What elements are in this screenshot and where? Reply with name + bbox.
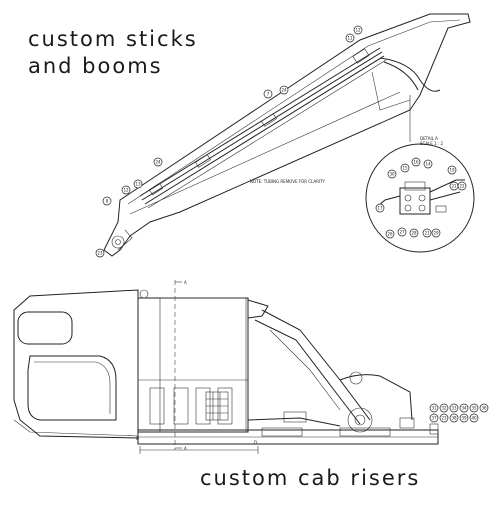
balloon: 21	[449, 181, 459, 191]
svg-text:24: 24	[155, 160, 161, 165]
balloon: 16	[411, 157, 421, 167]
balloon: 28	[409, 228, 419, 238]
svg-text:34: 34	[461, 406, 467, 411]
svg-text:14: 14	[425, 162, 431, 167]
balloon: 34	[459, 403, 469, 413]
detail-title: DETAIL A	[420, 136, 438, 141]
detail-scale: SCALE 1 : 2	[420, 141, 444, 146]
svg-text:32: 32	[441, 406, 447, 411]
bottom-caption: custom cab risers	[200, 466, 421, 490]
balloon: 22	[457, 181, 467, 191]
boom-outline	[103, 13, 471, 257]
top-caption: custom sticks and booms	[28, 26, 198, 80]
balloon: 36	[479, 403, 489, 413]
balloon: 32	[439, 403, 449, 413]
svg-text:8: 8	[106, 199, 109, 204]
balloon: 13	[133, 179, 143, 189]
balloon: 23	[439, 413, 449, 423]
svg-text:26: 26	[387, 232, 393, 237]
balloon: 21	[422, 228, 432, 238]
svg-text:22: 22	[459, 184, 465, 189]
section-mark: D	[254, 440, 257, 445]
balloon: 8	[102, 196, 112, 206]
section-mark: A	[184, 446, 187, 451]
balloon: 7	[263, 89, 273, 99]
svg-text:40: 40	[471, 416, 477, 421]
balloon: 27	[397, 227, 407, 237]
balloon: 33	[449, 403, 459, 413]
svg-text:7: 7	[267, 92, 270, 97]
balloon: 38	[449, 413, 459, 423]
balloon: 31	[429, 403, 439, 413]
svg-text:23: 23	[97, 251, 103, 256]
balloon: 12	[353, 25, 363, 35]
svg-text:13: 13	[135, 182, 141, 187]
svg-text:33: 33	[451, 406, 457, 411]
balloon: 29	[431, 228, 441, 238]
svg-text:16: 16	[413, 160, 419, 165]
balloon: 30	[387, 169, 397, 179]
cab-drawing: A A D D	[13, 280, 439, 454]
svg-text:24: 24	[281, 88, 287, 93]
balloon: 19	[447, 165, 457, 175]
balloon: 24	[279, 85, 289, 95]
svg-text:27: 27	[399, 230, 405, 235]
boom-note: NOTE: TUBING REMOVE FOR CLARITY	[250, 179, 326, 184]
balloon: 35	[469, 403, 479, 413]
svg-text:12: 12	[123, 188, 129, 193]
svg-text:39: 39	[461, 416, 467, 421]
svg-text:36: 36	[481, 406, 487, 411]
balloon: 24	[153, 157, 163, 167]
svg-text:30: 30	[389, 172, 395, 177]
balloon: 15	[400, 163, 410, 173]
section-mark: D	[136, 436, 139, 441]
svg-text:21: 21	[424, 231, 430, 236]
svg-text:35: 35	[471, 406, 477, 411]
balloon: 14	[423, 159, 433, 169]
detail-balloons: 16 15 14 19 30 21 22 17 26 27 28 21 29	[375, 157, 467, 239]
boom-balloons: 11 12 7 24 24 13 12 8 23	[95, 25, 363, 258]
svg-text:17: 17	[377, 206, 383, 211]
balloon: 12	[121, 185, 131, 195]
svg-text:23: 23	[441, 416, 447, 421]
svg-text:15: 15	[402, 166, 408, 171]
svg-text:19: 19	[449, 168, 455, 173]
detail-a-view	[365, 143, 475, 253]
svg-text:11: 11	[347, 36, 353, 41]
top-caption-line2: and booms	[28, 54, 163, 78]
svg-text:28: 28	[411, 231, 417, 236]
balloon: 40	[469, 413, 479, 423]
balloon: 37	[429, 413, 439, 423]
boom-tubes	[139, 47, 441, 209]
balloon: 17	[375, 203, 385, 213]
cab-part-balloons: 31 32 33 34 35 36 37 23 38 39 40	[429, 403, 489, 423]
svg-text:21: 21	[451, 184, 457, 189]
svg-text:31: 31	[431, 406, 437, 411]
svg-text:37: 37	[431, 416, 437, 421]
balloon: 23	[95, 248, 105, 258]
balloon: 11	[345, 33, 355, 43]
svg-text:12: 12	[355, 28, 361, 33]
section-mark: A	[184, 280, 187, 285]
svg-text:38: 38	[451, 416, 457, 421]
top-caption-line1: custom sticks	[28, 27, 198, 51]
svg-text:29: 29	[433, 231, 439, 236]
balloon: 39	[459, 413, 469, 423]
balloon: 26	[385, 229, 395, 239]
